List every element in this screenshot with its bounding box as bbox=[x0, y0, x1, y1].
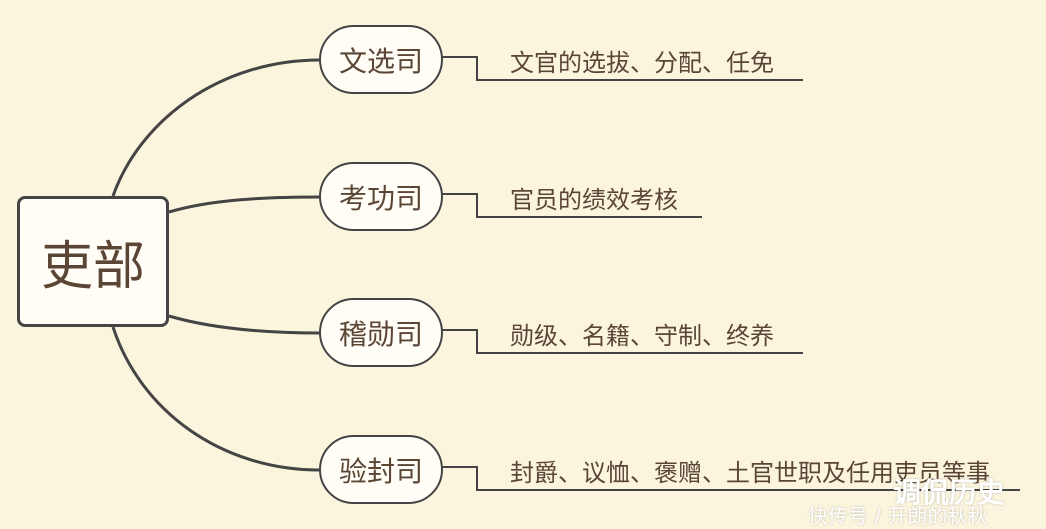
watermark-title: 调侃历史 bbox=[893, 476, 1006, 509]
branch-detail-3: 勋级、名籍、守制、终养 bbox=[510, 322, 774, 350]
branch-detail-1: 文官的选拔、分配、任免 bbox=[510, 49, 774, 77]
connector-root-branch-3 bbox=[168, 314, 321, 335]
branch-detail-4: 封爵、议恤、褒赠、土官世职及任用吏员等事 bbox=[510, 459, 990, 487]
branch-node-3: 稽勋司 bbox=[319, 298, 443, 367]
connector-branch-1-detail bbox=[442, 56, 803, 81]
branch-node-4: 验封司 bbox=[319, 435, 443, 504]
connector-root-branch-1 bbox=[111, 58, 321, 197]
branch-node-2: 考功司 bbox=[319, 162, 443, 231]
branch-node-1: 文选司 bbox=[319, 25, 443, 94]
connector-root-branch-4 bbox=[111, 326, 321, 472]
connector-branch-3-detail bbox=[442, 329, 803, 354]
connector-branch-4-detail bbox=[442, 466, 1020, 491]
root-node: 吏部 bbox=[17, 196, 169, 327]
branch-detail-2: 官员的绩效考核 bbox=[510, 186, 678, 214]
connector-root-branch-2 bbox=[168, 195, 321, 214]
watermark-source: 快传号 / 开朗的秋秋 bbox=[808, 504, 988, 528]
connector-branch-2-detail bbox=[442, 193, 702, 218]
